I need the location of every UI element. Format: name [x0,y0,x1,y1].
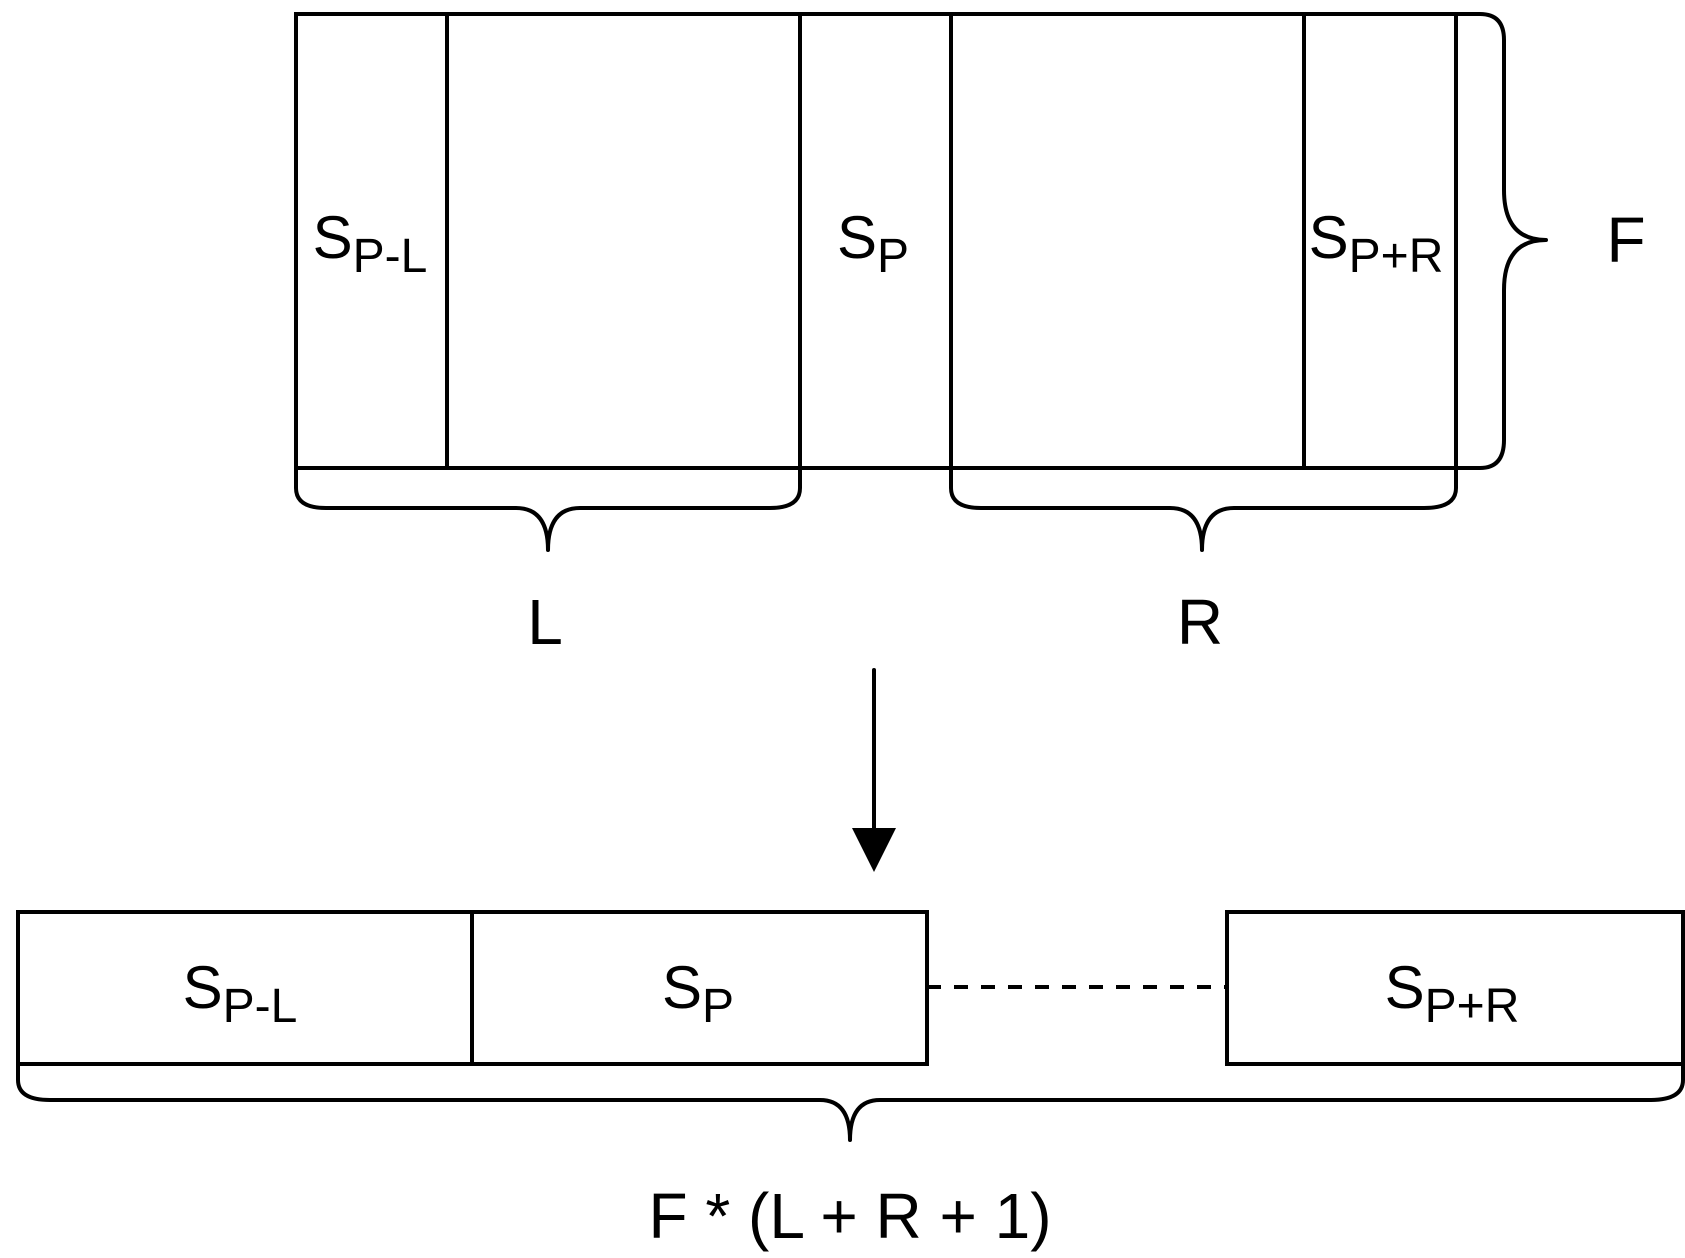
flat-cell-sp-label: SP [662,954,734,1033]
frame-cell-sp-l-label: SP-L [313,204,428,283]
height-label: F [1606,204,1645,276]
frame-block: SP-L SP SP+R [294,12,1458,470]
left-context-brace [294,466,802,552]
frame-block-outline [294,12,1458,470]
height-brace [1454,12,1548,470]
flat-vector-right-segment [1225,910,1685,1066]
flat-vector: SP-L SP SP+R [16,910,1685,1066]
left-context-label: L [527,586,563,658]
frame-cell-sp-r-label: SP+R [1309,204,1444,283]
right-context-brace [949,466,1458,552]
flat-cell-sp-r-label: SP+R [1385,954,1520,1033]
right-context-label: R [1177,586,1223,658]
total-length-label: F * (L + R + 1) [648,1180,1051,1252]
total-length-brace [16,1062,1685,1142]
transform-arrow [852,668,896,872]
frame-cell-sp-label: SP [837,204,909,283]
flat-cell-sp-l-label: SP-L [183,954,298,1033]
